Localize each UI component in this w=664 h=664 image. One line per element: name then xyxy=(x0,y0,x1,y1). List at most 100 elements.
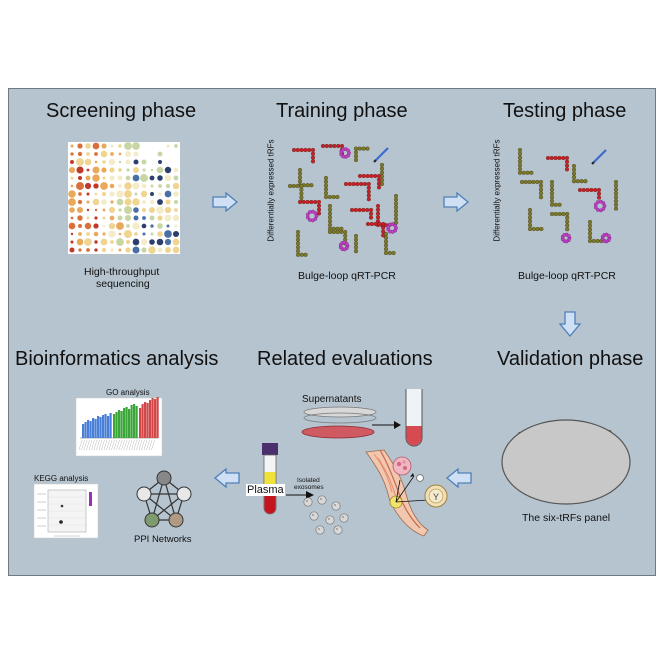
trf-bead xyxy=(393,220,399,225)
heatmap-dot xyxy=(70,144,74,148)
heatmap-dot xyxy=(132,222,140,230)
go-bar xyxy=(92,418,95,438)
go-tick-label xyxy=(143,439,148,451)
trf-bead xyxy=(561,155,566,161)
trf-bead xyxy=(369,173,374,179)
ppi-caption: PPI Networks xyxy=(134,534,192,545)
heatmap-dot xyxy=(68,222,76,230)
heatmap-dot xyxy=(109,183,115,189)
trf-bead xyxy=(549,191,555,196)
heatmap-dot xyxy=(164,206,172,214)
trf-bead xyxy=(379,170,385,175)
go-tick-label xyxy=(101,439,105,451)
trf-bead xyxy=(549,155,554,161)
trf-bead xyxy=(577,187,583,193)
heatmap-dot xyxy=(116,222,124,230)
trf-bead xyxy=(303,252,308,257)
trf-bead xyxy=(299,191,304,196)
trf-bead xyxy=(316,199,322,205)
go-tick-label xyxy=(83,439,88,451)
exosome-core xyxy=(320,498,322,500)
trf-bead xyxy=(323,179,329,184)
exosome-particles xyxy=(303,495,349,535)
trf-bead xyxy=(357,146,362,151)
six-trfs-panel-caption: The six-tRFs panel xyxy=(522,512,611,524)
go-tick-label xyxy=(136,439,140,451)
trf-bead xyxy=(517,166,523,172)
trf-bead xyxy=(517,159,523,164)
trf-bead xyxy=(517,170,523,175)
trf-bead xyxy=(328,143,333,149)
go-bar xyxy=(115,412,118,438)
trf-bead xyxy=(323,183,329,188)
hairpin-loop-bead xyxy=(595,200,600,204)
trf-bead xyxy=(376,177,382,182)
trf-bead xyxy=(310,155,316,160)
trf-bead xyxy=(295,183,300,189)
heatmap-dot xyxy=(124,150,132,158)
heatmap-dot xyxy=(102,160,106,164)
heatmap-dot xyxy=(164,214,172,222)
trf-bead xyxy=(299,183,304,189)
trf-bead xyxy=(295,147,300,153)
heatmap-dot xyxy=(149,207,155,213)
exosome-core xyxy=(342,516,344,518)
trf-bead xyxy=(571,163,577,169)
go-bar xyxy=(102,415,105,438)
sequencing-caption-line2: sequencing xyxy=(96,278,150,290)
trf-bead xyxy=(523,179,528,185)
trf-bead xyxy=(375,207,381,212)
left-arrow-icon xyxy=(445,467,472,489)
heatmap-dot xyxy=(117,175,123,181)
heatmap-dot xyxy=(102,176,106,180)
heatmap-dot xyxy=(141,223,147,229)
trf-bead xyxy=(517,163,523,168)
heatmap-dot xyxy=(100,182,108,190)
trf-bead xyxy=(549,202,555,207)
trf-bead xyxy=(359,181,364,187)
heatmap-dot xyxy=(94,248,98,252)
go-tick-label xyxy=(128,439,133,451)
trf-bead xyxy=(366,185,371,190)
exosome-transfer-arrow-icon xyxy=(286,491,314,499)
trf-bead xyxy=(316,207,322,212)
heatmap-dot xyxy=(157,199,163,205)
trf-bead xyxy=(379,162,385,168)
trf-bead xyxy=(299,187,304,192)
heatmap-dot xyxy=(70,184,74,188)
trf-bead xyxy=(549,211,555,217)
trf-bead xyxy=(323,191,329,196)
isolated-label-line2: exosomes xyxy=(294,484,324,491)
exosome-core xyxy=(312,514,314,516)
heatmap-dot xyxy=(132,174,140,182)
trf-bead xyxy=(557,211,562,217)
trf-bead xyxy=(517,147,523,153)
trf-bead xyxy=(393,209,399,214)
trf-bead xyxy=(353,249,359,254)
go-bar xyxy=(151,398,154,438)
go-bar xyxy=(87,420,90,438)
heatmap-dot xyxy=(118,160,122,164)
go-tick-label xyxy=(151,439,155,451)
heatmap-dot xyxy=(100,150,108,158)
trf-bead xyxy=(320,143,326,149)
trf-bead xyxy=(517,155,523,160)
heatmap-dot xyxy=(157,223,163,229)
heatmap-dot xyxy=(149,175,155,181)
heatmap-dot xyxy=(142,232,146,236)
trf-bead xyxy=(391,250,396,256)
go-bar xyxy=(133,404,136,438)
heatmap-dot xyxy=(173,191,179,197)
trf-bead xyxy=(323,194,329,200)
go-caption: GO analysis xyxy=(106,388,150,397)
trf-bead xyxy=(596,187,602,193)
trf-bead xyxy=(310,159,316,164)
probe-stick xyxy=(375,147,389,161)
heatmap-dot xyxy=(124,206,132,214)
trf-bead xyxy=(339,143,345,149)
trf-bead xyxy=(368,215,374,220)
heatmap-dot xyxy=(124,190,132,198)
heatmap-dot xyxy=(110,200,114,204)
heatmap-dot xyxy=(133,159,139,165)
trf-bead xyxy=(353,146,359,151)
